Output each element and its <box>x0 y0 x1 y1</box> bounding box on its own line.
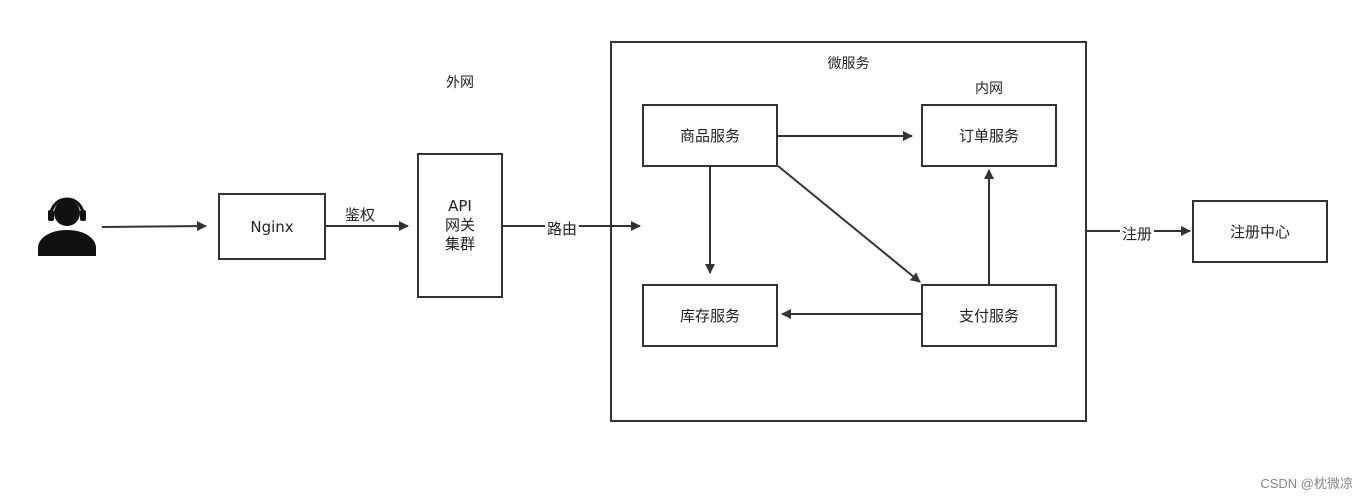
registry-label: 注册中心 <box>1229 223 1290 241</box>
nginx-label: Nginx <box>250 217 294 236</box>
edge-user-to-nginx <box>101 221 207 232</box>
gateway-label-line2: 网关 <box>444 216 475 234</box>
gateway-label-line1: API <box>448 197 472 215</box>
register-edge-label: 注册 <box>1120 223 1155 244</box>
internal-network-label: 内网 <box>975 81 1003 97</box>
edge-product-to-payment <box>777 165 921 283</box>
payment-service-label: 支付服务 <box>958 307 1019 325</box>
order-service-label: 订单服务 <box>958 127 1019 145</box>
payment-service-node: 支付服务 <box>921 284 1057 347</box>
microservices-label: 微服务 <box>827 56 870 72</box>
product-service-label: 商品服务 <box>679 127 740 145</box>
order-service-node: 订单服务 <box>921 104 1057 167</box>
watermark: CSDN @枕微凉 <box>1260 476 1353 491</box>
auth-edge-label: 鉴权 <box>343 204 378 225</box>
headset-user-icon <box>38 197 96 256</box>
external-network-label: 外网 <box>446 75 474 91</box>
route-edge-label: 路由 <box>545 218 580 239</box>
inventory-service-label: 库存服务 <box>679 307 740 325</box>
gateway-label-line3: 集群 <box>444 235 475 253</box>
api-gateway-node: API 网关 集群 <box>417 153 503 298</box>
inventory-service-node: 库存服务 <box>642 284 778 347</box>
product-service-node: 商品服务 <box>642 104 778 167</box>
registry-node: 注册中心 <box>1192 200 1328 263</box>
nginx-node: Nginx <box>218 193 326 260</box>
microservices-container: 微服务 <box>610 41 1087 422</box>
